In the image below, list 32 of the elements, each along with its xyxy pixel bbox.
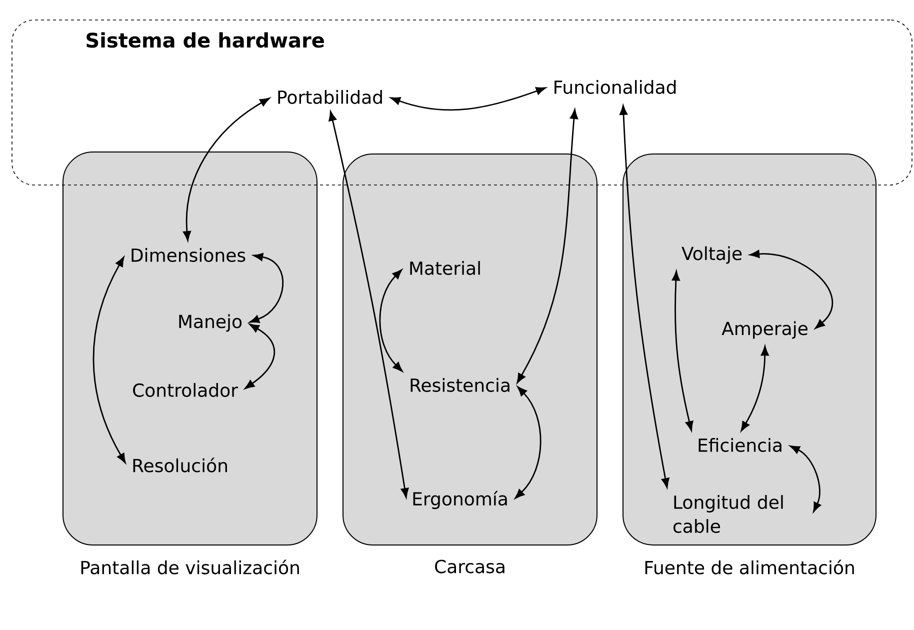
node-label: Resistencia: [410, 378, 510, 392]
dashed-region: [12, 20, 912, 186]
node-label: Manejo: [179, 314, 242, 332]
node-label: Voltaje: [682, 246, 742, 264]
node-label: Ergonomía: [413, 490, 507, 510]
node-label: Longitud del cable: [674, 495, 783, 533]
node-label: Pantalla de visualización: [81, 560, 299, 574]
node-label: Amperaje: [722, 321, 808, 339]
node-label: Carcasa: [435, 560, 504, 574]
arrow: [328, 111, 409, 498]
arrow: [250, 253, 284, 323]
arrow: [244, 324, 275, 390]
arrow: [620, 105, 670, 488]
arrow: [379, 269, 403, 372]
arrow: [516, 109, 578, 384]
region-title: Sistema de hardware: [86, 32, 324, 48]
arrow: [672, 270, 694, 431]
arrow: [390, 87, 546, 111]
node-label: Funcionalidad: [554, 80, 676, 94]
node-label: Controlador: [133, 383, 238, 397]
node-label: Resolución: [133, 458, 227, 472]
node-label: Fuente de alimentación: [645, 560, 854, 574]
node-label: Material: [410, 261, 480, 275]
node-label: Portabilidad: [278, 90, 382, 104]
arrow: [740, 346, 769, 432]
arrow: [92, 256, 126, 464]
node-label: Eficiencia: [698, 438, 782, 452]
arrow: [514, 386, 542, 499]
arrow: [750, 250, 833, 329]
arrow: [183, 98, 270, 241]
node-label: Dimensiones: [132, 248, 246, 262]
arrow: [790, 446, 822, 512]
